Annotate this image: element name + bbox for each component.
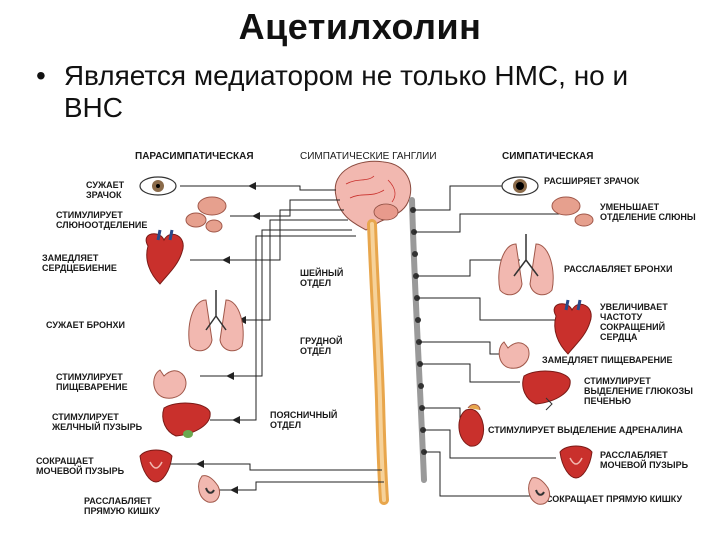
- bladder-icon: [139, 449, 173, 483]
- spine-lumbar-label: ПОЯСНИЧНЫЙ ОТДЕЛ: [270, 410, 338, 430]
- para-effect-bladder: СОКРАЩАЕТ МОЧЕВОЙ ПУЗЫРЬ: [36, 456, 125, 476]
- symp-effect-saliva: УМЕНЬШАЕТ ОТДЕЛЕНИЕ СЛЮНЫ: [600, 202, 696, 222]
- rectum-icon: [198, 475, 221, 503]
- bullet-item: • Является медиатором не только НМС, но …: [36, 60, 684, 124]
- para-effect-gallbladder: СТИМУЛИРУЕТ ЖЕЛЧНЫЙ ПУЗЫРЬ: [52, 412, 143, 432]
- stomach-icon: [153, 369, 187, 399]
- eye-icon-sympathetic: [501, 176, 539, 196]
- header-parasympathetic: ПАРАСИМПАТИЧЕСКАЯ: [135, 151, 254, 162]
- brain-icon: [334, 160, 412, 231]
- adrenal-kidney-icon: [458, 403, 484, 447]
- para-effect-digestion: СТИМУЛИРУЕТ ПИЩЕВАРЕНИЕ: [56, 372, 128, 392]
- salivary-gland-icon-sympathetic: [551, 196, 594, 227]
- autonomic-nervous-system-diagram: ПАРАСИМПАТИЧЕСКАЯ СИМПАТИЧЕСКИЕ ГАНГЛИИ …: [0, 140, 720, 540]
- symp-effect-bladder: РАССЛАБЛЯЕТ МОЧЕВОЙ ПУЗЫРЬ: [600, 450, 689, 470]
- sympathetic-nerves: [413, 185, 560, 497]
- symp-effect-heart-rate: УВЕЛИЧИВАЕТ ЧАСТОТУ СОКРАЩЕНИЙ СЕРДЦА: [600, 302, 668, 342]
- liver-icon-sympathetic: [522, 370, 571, 411]
- spinal-cord-icon: [367, 219, 389, 505]
- symp-effect-rectum: СОКРАЩАЕТ ПРЯМУЮ КИШКУ: [546, 494, 683, 504]
- heart-icon: [145, 229, 184, 285]
- sympathetic-ganglia-chain: [409, 197, 427, 483]
- slide-title: Ацетилхолин: [238, 6, 482, 47]
- para-effect-rectum: РАССЛАБЛЯЕТ ПРЯМУЮ КИШКУ: [84, 496, 160, 516]
- para-effect-bronchi: СУЖАЕТ БРОНХИ: [46, 320, 125, 330]
- symp-effect-bronchi: РАССЛАБЛЯЕТ БРОНХИ: [564, 264, 673, 274]
- symp-effect-pupil: РАСШИРЯЕТ ЗРАЧОК: [544, 176, 640, 186]
- spine-thoracic-label: ГРУДНОЙ ОТДЕЛ: [300, 336, 343, 356]
- lungs-icon: [188, 290, 244, 352]
- symp-effect-adrenaline: СТИМУЛИРУЕТ ВЫДЕЛЕНИЕ АДРЕНАЛИНА: [488, 425, 683, 435]
- para-effect-pupil: СУЖАЕТ ЗРАЧОК: [86, 180, 125, 200]
- heart-icon-sympathetic: [553, 299, 592, 355]
- header-sympathetic-ganglia: СИМПАТИЧЕСКИЕ ГАНГЛИИ: [300, 151, 437, 162]
- diagram-drawing: [139, 160, 594, 505]
- symp-effect-digestion: ЗАМЕДЛЯЕТ ПИЩЕВАРЕНИЕ: [542, 355, 673, 365]
- liver-icon: [162, 402, 211, 438]
- para-effect-heart: ЗАМЕДЛЯЕТ СЕРДЦЕБИЕНИЕ: [42, 253, 117, 273]
- salivary-gland-icon: [185, 196, 227, 233]
- symp-effect-glucose: СТИМУЛИРУЕТ ВЫДЕЛЕНИЕ ГЛЮКОЗЫ ПЕЧЕНЬЮ: [584, 376, 693, 406]
- bullet-marker: •: [36, 60, 46, 91]
- parasympathetic-ganglia: [196, 182, 260, 494]
- header-sympathetic: СИМПАТИЧЕСКАЯ: [502, 151, 594, 162]
- rectum-icon-sympathetic: [528, 477, 551, 505]
- bullet-text: Является медиатором не только НМС, но и …: [63, 60, 629, 123]
- bladder-icon-sympathetic: [559, 445, 593, 479]
- spine-cervical-label: ШЕЙНЫЙ ОТДЕЛ: [300, 268, 344, 288]
- lungs-icon-sympathetic: [498, 234, 554, 296]
- eye-icon: [139, 176, 177, 196]
- stomach-icon-sympathetic: [498, 341, 530, 369]
- para-effect-salivation: СТИМУЛИРУЕТ СЛЮНООТДЕЛЕНИЕ: [56, 210, 148, 230]
